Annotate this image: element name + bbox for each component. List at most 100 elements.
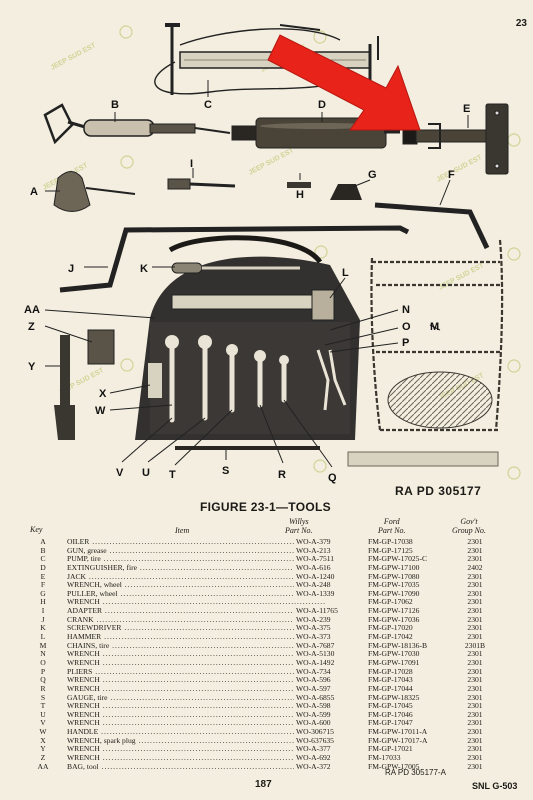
callout-r: R — [278, 469, 286, 481]
row-item: WRENCH, spark plug — [67, 737, 325, 746]
figure-title: FIGURE 23-1—TOOLS — [200, 500, 331, 514]
row-willys-part: WO-A-1492 — [294, 657, 335, 668]
row-item: JACK — [67, 573, 325, 582]
callout-s: S — [222, 465, 229, 477]
row-key: W — [39, 727, 47, 737]
row-key: H — [40, 597, 46, 607]
row-willys-part: WO-A-239 — [294, 614, 331, 625]
row-willys-part: WO-A-377 — [294, 744, 331, 755]
row-gov-group: 2301 — [467, 735, 483, 745]
row-gov-group: 2301B — [464, 640, 486, 650]
row-key: B — [40, 545, 46, 555]
row-willys-part: WO-A-616 — [294, 562, 331, 573]
row-key: J — [41, 614, 45, 624]
row-gov-group: 2301 — [467, 744, 483, 754]
tools-illustration: JEEP SUD EST JEEP SUD EST JEEP SUD EST J… — [24, 23, 521, 484]
row-willys-part: WO-A-1339 — [294, 588, 335, 599]
row-gov-group: 2301 — [467, 588, 483, 598]
row-gov-group: 2301 — [467, 692, 483, 702]
row-gov-group: 2301 — [467, 657, 483, 667]
row-gov-group: 2301 — [467, 709, 483, 719]
callout-w: W — [95, 405, 106, 417]
callout-m: M — [430, 321, 439, 333]
row-gov-group: 2301 — [467, 753, 483, 763]
row-item: GUN, grease — [67, 547, 325, 556]
row-ford-part: FM-17033 — [368, 753, 401, 763]
row-willys-part: WO-306715 — [294, 727, 334, 737]
corner-page-number: 23 — [515, 18, 527, 29]
red-pointer-arrow — [267, 34, 421, 131]
row-gov-group: 2301 — [467, 649, 483, 659]
row-item: WRENCH — [67, 676, 325, 685]
row-gov-group: 2301 — [467, 545, 483, 555]
row-key: G — [40, 588, 46, 598]
row-key: Q — [40, 675, 46, 685]
row-ford-part: FM-GPW-17035 — [368, 580, 420, 590]
jack — [402, 103, 509, 175]
row-item: GAUGE, tire — [67, 694, 325, 703]
row-willys-part: WO-A-373 — [294, 632, 331, 642]
row-gov-group: 2301 — [467, 701, 483, 711]
row-key: S — [40, 692, 46, 702]
callout-x: X — [99, 388, 107, 400]
row-ford-part: FM-GP-17062 — [368, 597, 413, 607]
row-ford-part: FM-GPW-17017-A — [368, 735, 428, 745]
row-ford-part: FM-GP-17044 — [368, 683, 413, 693]
row-gov-group: 2301 — [467, 537, 483, 546]
row-key: C — [40, 554, 46, 564]
wheel-wrench — [374, 202, 490, 250]
row-ford-part: FM-GPW-17126 — [368, 606, 420, 616]
callout-c: C — [204, 99, 212, 111]
oiler — [53, 171, 136, 212]
row-key: M — [39, 640, 47, 650]
row-willys-part: WO-A-11765 — [294, 606, 338, 616]
row-ford-part: FM-GPW-17025-C — [368, 554, 428, 564]
row-item: WRENCH — [67, 685, 325, 694]
crank — [59, 225, 410, 293]
callout-o: O — [402, 321, 411, 333]
row-gov-group: 2301 — [467, 718, 483, 728]
row-item: WRENCH — [67, 719, 325, 728]
row-key: AA — [37, 761, 49, 771]
row-item: OILER — [67, 538, 325, 547]
row-ford-part: FM-GP-17028 — [368, 666, 413, 676]
callout-d: D — [318, 99, 326, 111]
callout-j: J — [68, 263, 74, 275]
wheel-puller — [330, 184, 362, 200]
row-key: V — [40, 718, 46, 728]
row-item: WRENCH — [67, 702, 325, 711]
header-ford: Ford Part No. — [378, 517, 406, 535]
row-willys-part: WO-A-1240 — [294, 571, 335, 582]
row-willys-part: WO-A-375 — [294, 623, 331, 634]
row-willys-part: WO-A-379 — [294, 537, 331, 547]
callout-u: U — [142, 467, 150, 479]
row-ford-part: FM-GP-17125 — [368, 545, 413, 555]
row-key: X — [40, 735, 46, 745]
callout-b: B — [111, 99, 119, 111]
row-willys-part: WO-A-599 — [294, 709, 331, 720]
row-ford-part: FM-GP-17020 — [368, 623, 413, 633]
row-ford-part: FM-GPW-18325 — [368, 692, 420, 702]
row-willys-part: WO-A-7511 — [294, 554, 335, 564]
row-item: CHAINS, tire — [67, 642, 325, 651]
row-key: Z — [40, 753, 46, 763]
row-willys-part: WO-A-596 — [294, 675, 331, 685]
row-gov-group: 2301 — [467, 632, 483, 642]
watermark-text: JEEP SUD EST — [436, 154, 484, 184]
wrench-h — [287, 182, 311, 188]
header-item: Item — [175, 526, 190, 535]
